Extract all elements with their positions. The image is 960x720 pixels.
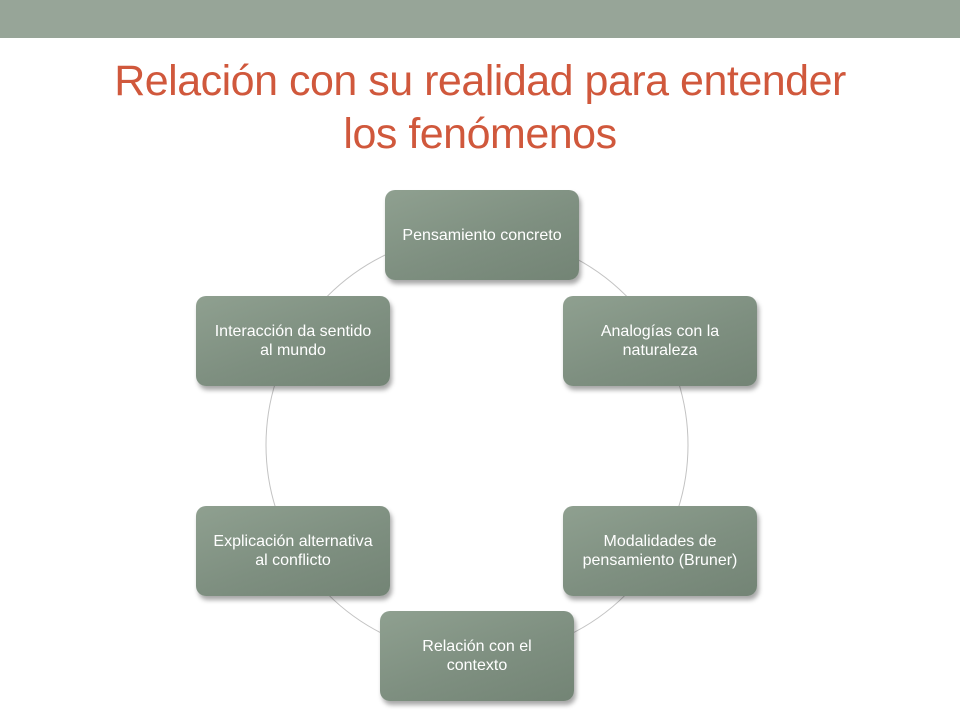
cycle-node-label: Relación con el contexto xyxy=(422,638,532,674)
cycle-node-pensamiento-concreto: Pensamiento concreto xyxy=(385,190,579,280)
cycle-node-label: Interacción da sentido al mundo xyxy=(214,323,372,359)
cycle-node-relacion-contexto: Relación con el contexto xyxy=(380,611,574,701)
slide-title: Relación con su realidad para entender l… xyxy=(40,55,920,161)
cycle-node-interaccion-mundo: Interacción da sentido al mundo xyxy=(196,296,390,386)
cycle-node-label: Modalidades de pensamiento (Bruner) xyxy=(582,533,738,569)
slide-title-line-2: los fenómenos xyxy=(343,110,617,158)
cycle-node-label: Analogías con la naturaleza xyxy=(600,323,720,359)
cycle-node-label: Pensamiento concreto xyxy=(402,226,562,244)
cycle-node-label: Explicación alternativa al conflicto xyxy=(213,533,373,569)
slide-title-line-1: Relación con su realidad para entender xyxy=(114,57,846,105)
cycle-node-explicacion-alternativa: Explicación alternativa al conflicto xyxy=(196,506,390,596)
cycle-node-analogias-naturaleza: Analogías con la naturaleza xyxy=(563,296,757,386)
top-accent-bar xyxy=(0,0,960,38)
cycle-node-modalidades-pensamiento: Modalidades de pensamiento (Bruner) xyxy=(563,506,757,596)
